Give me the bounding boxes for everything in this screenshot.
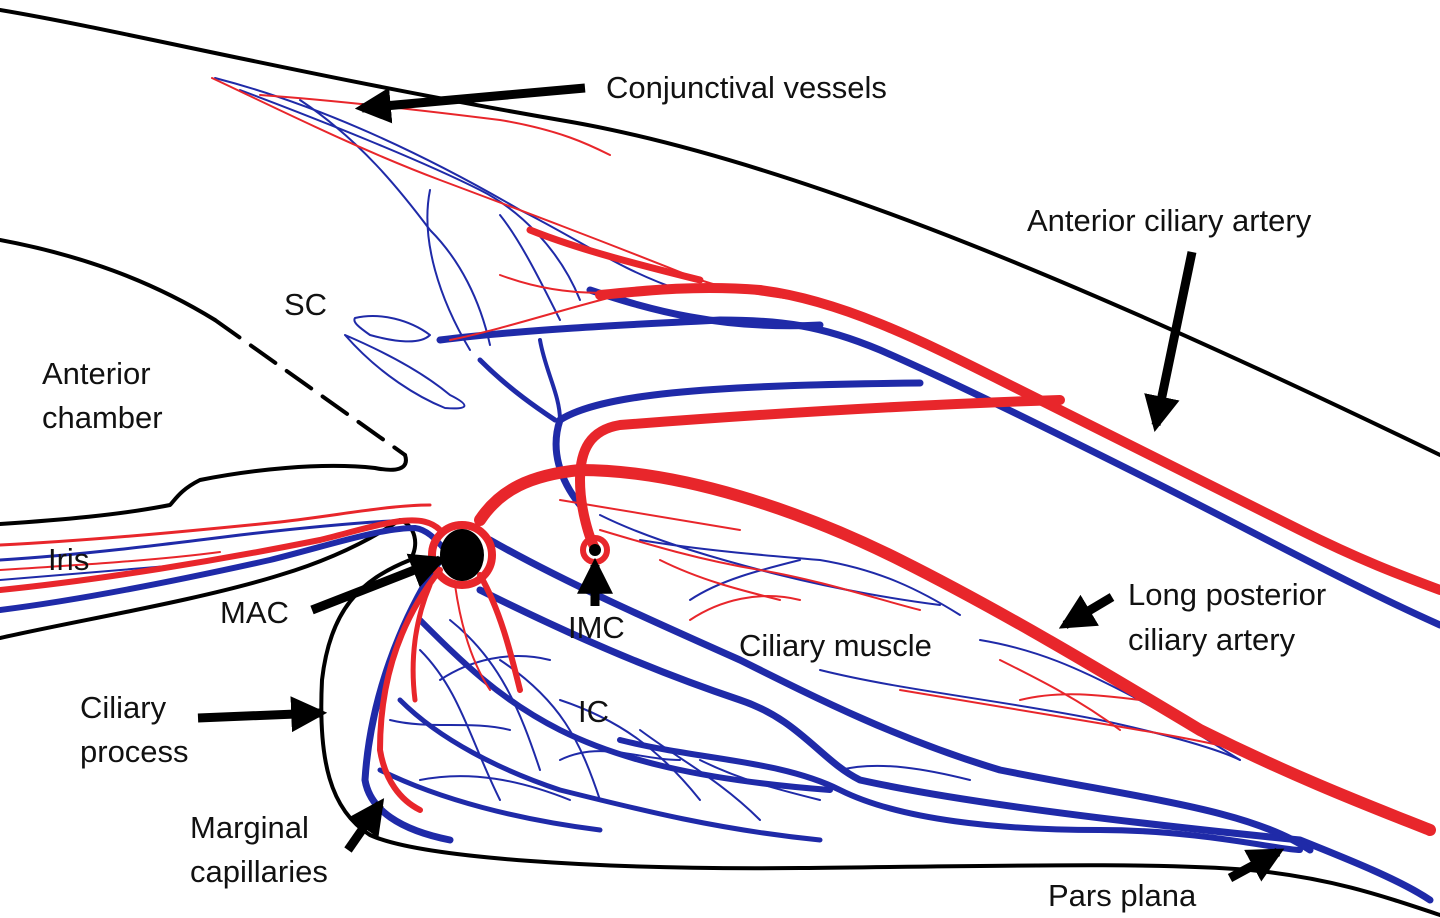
anterior-chamber-angle-dashed — [213, 318, 407, 457]
arterial-network — [0, 77, 1440, 836]
sclera-outer-surface — [0, 8, 1440, 457]
arrow-marginal-capillaries — [344, 798, 385, 853]
label-ic: IC — [578, 694, 609, 729]
label-imc: IMC — [568, 610, 625, 645]
arrow-mac — [310, 553, 447, 615]
label-mac: MAC — [220, 595, 289, 630]
arrow-ciliary-process — [197, 696, 328, 733]
arrow-conjunctival-vessels — [354, 83, 586, 124]
label-marginal-capillaries-line1: Marginal — [190, 810, 309, 845]
label-sc: SC — [284, 287, 327, 322]
imc-cross-section — [589, 544, 601, 556]
arrow-pars-plana — [1227, 848, 1285, 882]
mac-cross-section — [440, 529, 484, 581]
label-long-posterior-line1: Long posterior — [1128, 577, 1326, 612]
pointer-arrows — [197, 83, 1285, 882]
label-anterior-chamber-line2: chamber — [42, 400, 163, 435]
labels: Conjunctival vessels Anterior ciliary ar… — [42, 70, 1326, 913]
label-anterior-ciliary-artery: Anterior ciliary artery — [1027, 203, 1312, 238]
arrow-long-posterior-ciliary-artery — [1058, 593, 1115, 629]
label-anterior-chamber-line1: Anterior — [42, 356, 151, 391]
label-ciliary-process-line2: process — [80, 734, 189, 769]
label-ciliary-muscle: Ciliary muscle — [739, 628, 932, 663]
label-ciliary-process-line1: Ciliary — [80, 690, 167, 725]
arrow-anterior-ciliary-artery — [1144, 251, 1197, 433]
label-long-posterior-line2: ciliary artery — [1128, 622, 1296, 657]
label-conjunctival-vessels: Conjunctival vessels — [606, 70, 887, 105]
label-pars-plana: Pars plana — [1048, 878, 1197, 913]
ciliary-process-outline — [319, 558, 1440, 917]
cornea-inner-surface — [0, 238, 217, 322]
label-marginal-capillaries-line2: capillaries — [190, 854, 328, 889]
label-iris: Iris — [48, 542, 89, 577]
iris-root-outline — [0, 453, 408, 526]
